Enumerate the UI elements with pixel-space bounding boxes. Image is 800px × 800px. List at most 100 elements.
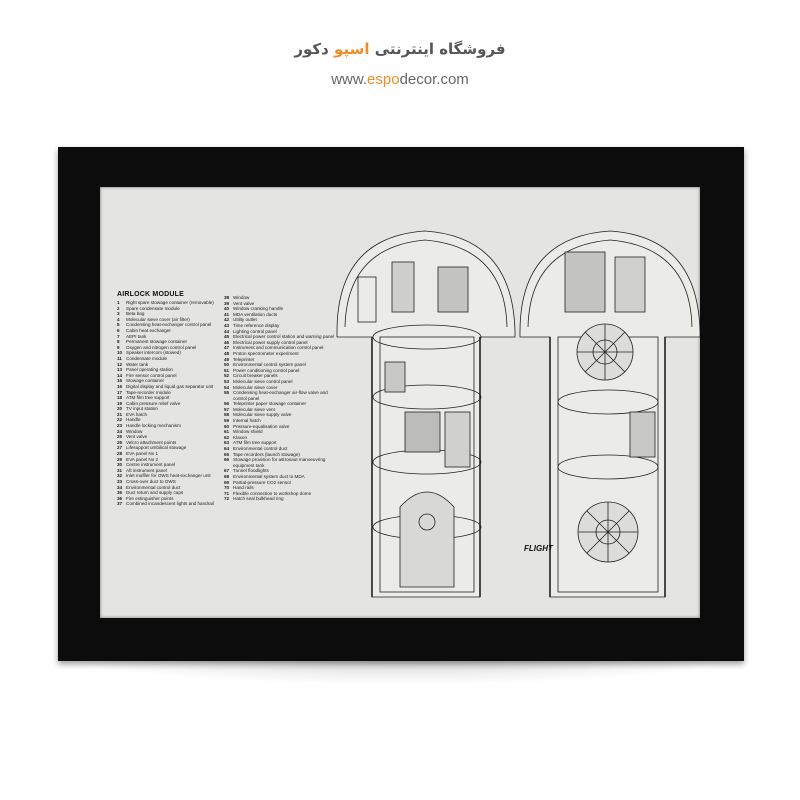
legend-item-label: EVA panel No 2 [126, 456, 159, 462]
store-name-part: دکور [294, 40, 335, 58]
legend-item-label: Environmental control system panel [233, 362, 306, 368]
legend-item-label: Environmental control duct [126, 484, 181, 490]
airlock-cutaway-left [336, 230, 516, 598]
legend-item-label: Aft instrument panel [126, 467, 167, 473]
legend-item-number: 29 [117, 456, 123, 462]
legend-item-label: Flexible connection to workshop dome [233, 490, 312, 496]
store-name: فروشگاه اینترنتی اسپو دکور [0, 40, 800, 58]
legend-item-label: Circuit breaker panels [233, 373, 278, 379]
legend-item-number: 22 [117, 417, 123, 423]
store-name-part: فروشگاه اینترنتی [369, 40, 506, 58]
legend-item-number: 49 [224, 356, 230, 362]
legend-item-label: TV input station [126, 406, 158, 412]
legend-item-number: 19 [117, 400, 123, 406]
legend-item-label: Time reference display [233, 322, 280, 328]
legend-item-number: 18 [117, 395, 123, 401]
legend-item-number: 26 [117, 439, 123, 445]
legend-item-label: EVA panel No 1 [126, 451, 159, 457]
legend-item-label: Proton spectrometer experiment [233, 350, 299, 356]
flight-logo: FLIGHT [524, 544, 553, 553]
legend-item-number: 48 [224, 350, 230, 356]
legend-item-label: Partial-pressure CO2 sensor [233, 479, 292, 485]
legend-item-number: 57 [224, 406, 230, 412]
legend-item-number: 17 [117, 389, 123, 395]
store-name-accent: اسپو [334, 40, 370, 58]
legend-item-label: Water tank [126, 361, 149, 367]
legend-item-number: 62 [224, 434, 230, 440]
legend-item-number: 55 [224, 390, 230, 396]
legend-item-label: Oxygen and nitrogen control panel [126, 344, 197, 350]
legend-item-number: 63 [224, 440, 230, 446]
legend-item-number: 69 [224, 479, 230, 485]
legend-item-label: Lifesupport umbilical stowage [126, 445, 187, 451]
legend-item-number: 35 [117, 490, 123, 496]
legend-item-number: 67 [224, 468, 230, 474]
legend-item-number: 41 [224, 311, 230, 317]
legend-item-number: 1 [117, 300, 120, 305]
print-title: AIRLOCK MODULE [117, 291, 184, 298]
legend-item-number: 44 [224, 328, 230, 334]
legend-item-number: 46 [224, 339, 230, 345]
legend-item-number: 56 [224, 401, 230, 407]
legend-item-number: 33 [117, 479, 123, 484]
legend-item-label: Tunnel floodlights [233, 468, 269, 474]
legend-item-label: Environmental control duct [233, 446, 288, 452]
legend-item-label: Fire sensor control panel [126, 372, 177, 378]
legend-item-label: Speaker intercom (stowed) [126, 350, 181, 356]
legend-item-label: Utility outlet [233, 317, 257, 323]
legend-item-label: Pressure-equalisation valve [233, 423, 290, 429]
legend-item-number: 60 [224, 423, 230, 429]
store-url[interactable]: www.espodecor.com [0, 71, 800, 88]
legend-item-label: Fire extinguisher points [126, 495, 174, 501]
legend-item-label: Duct return and supply caps [126, 490, 184, 496]
airlock-cutaway-drawings [336, 230, 700, 598]
legend-item-number: 10 [117, 350, 123, 356]
airlock-cutaway-right [519, 230, 700, 598]
legend-item-label: ATM film tree support [233, 440, 277, 446]
legend-item-label: Digital display and liquid gas separator… [126, 383, 214, 389]
legend-item-label: Power conditioning control panel [233, 367, 300, 373]
url-part: www. [331, 71, 368, 88]
legend-item-label: Hand rails [233, 485, 254, 491]
legend-item-label: Cabin heat exchanger [126, 327, 171, 333]
legend-item-number: 39 [224, 300, 230, 306]
legend-item-number: 36 [117, 495, 123, 501]
legend-item-number: 16 [117, 383, 123, 389]
legend-item-number: 52 [224, 373, 230, 379]
legend-item-label: Velcro attachment points [126, 439, 177, 445]
legend-item-number: 32 [117, 473, 123, 479]
legend-item-label: Spare condensate module [126, 305, 180, 311]
legend-item-label: Internal hatch [233, 418, 261, 424]
legend-item-label: ATM film tree support [126, 395, 170, 401]
